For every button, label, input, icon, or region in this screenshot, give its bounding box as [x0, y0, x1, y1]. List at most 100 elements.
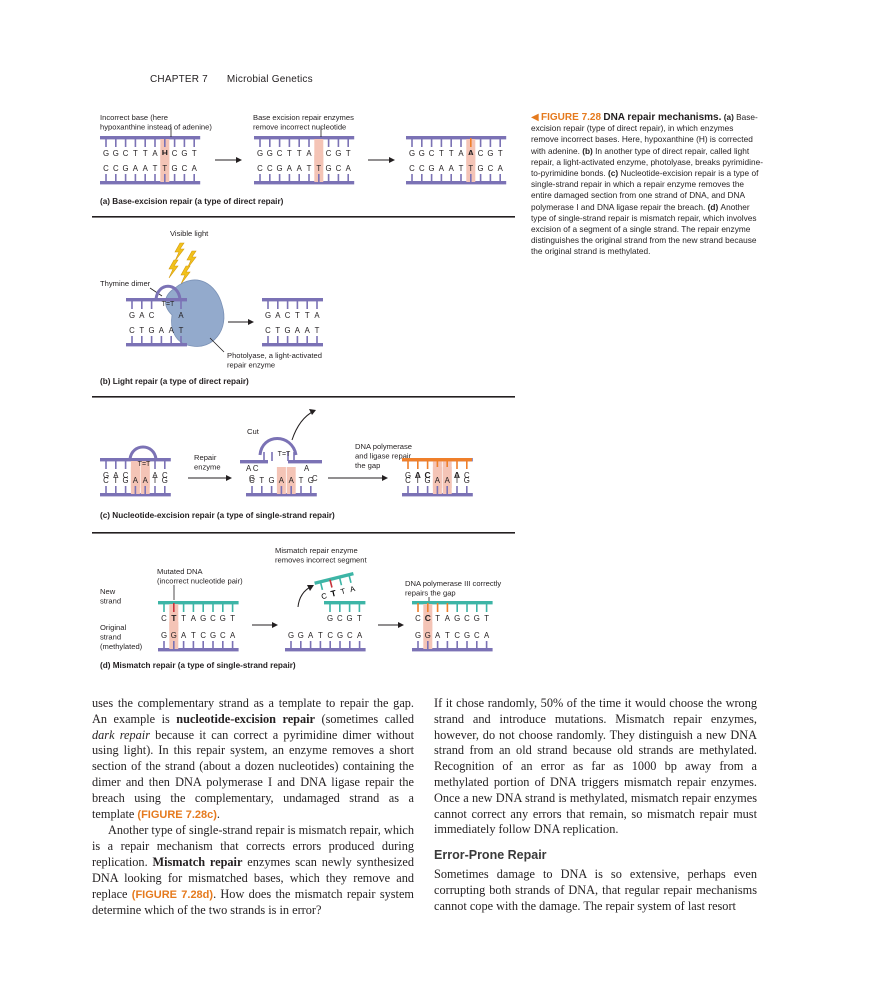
caption-part-label: (a) [723, 112, 737, 122]
nucleotide-label: A [435, 476, 441, 485]
nucleotide-label: A [498, 164, 504, 173]
base-tick [278, 138, 281, 147]
nucleotide-label: T [435, 614, 440, 623]
base-tick [426, 486, 429, 495]
key-term: Mismatch repair [152, 854, 243, 869]
base-tick [430, 174, 433, 183]
nucleotide-label: T [133, 149, 138, 158]
base-tick [183, 174, 186, 183]
base-tick [259, 138, 261, 147]
base-tick [173, 174, 176, 183]
caption-part-text: In another type of direct repair, called… [531, 145, 763, 179]
base-tick [115, 174, 117, 183]
base-tick [261, 486, 263, 495]
base-tick [421, 174, 423, 183]
base-tick [327, 138, 330, 147]
nucleotide-label: C [249, 476, 255, 485]
base-tick [485, 603, 488, 612]
base-tick [141, 336, 143, 345]
nucleotide-label: C [337, 614, 343, 623]
base-tick [319, 641, 322, 650]
base-tick [436, 603, 439, 612]
base-tick [182, 603, 185, 612]
base-tick [310, 486, 312, 495]
strand-label: strand [100, 633, 121, 642]
nucleotide-label: A [445, 614, 451, 623]
lightning-icon [186, 250, 197, 270]
nucleotide-label: C [347, 631, 353, 640]
body-column-right: If it chose randomly, 50% of the time it… [434, 696, 757, 914]
base-tick [192, 603, 195, 612]
nucleotide-label: A [230, 631, 236, 640]
base-tick [144, 174, 146, 183]
nucleotide-label: T [315, 326, 320, 335]
base-tick [202, 603, 204, 612]
nucleotide-label: C [285, 311, 291, 320]
base-tick [212, 641, 214, 650]
nucleotide-label: A [357, 631, 363, 640]
highlight-band [442, 467, 452, 494]
nucleotide-label: G [162, 476, 168, 485]
callout-text: hypoxanthine instead of adenine) [100, 123, 212, 132]
caption-part-label: (d) [705, 201, 721, 212]
nucleotide-label: T [153, 476, 158, 485]
process-arrow-head [248, 319, 254, 325]
nucleotide-label: C [488, 164, 494, 173]
base-tick [327, 174, 330, 183]
base-tick [124, 174, 127, 183]
nucleotide-label: G [337, 631, 343, 640]
base-tick [124, 486, 127, 495]
nucleotide-label: C [464, 471, 470, 480]
text-run: If it chose randomly, 50% of the time it… [434, 696, 757, 837]
nucleotide-label: T [307, 164, 312, 173]
nucleotide-label: T [230, 614, 235, 623]
caption-part-text: Nucleotide-excision repair is a type of … [531, 168, 759, 212]
callout-text: remove incorrect nucleotide [253, 123, 346, 132]
dimer-bulge [154, 284, 182, 300]
nucleotide-label: T [181, 614, 186, 623]
nucleotide-label: G [200, 614, 206, 623]
base-tick [173, 138, 176, 147]
base-tick [212, 603, 214, 612]
nucleotide-label: A [468, 148, 474, 158]
base-tick [277, 300, 279, 309]
base-tick [339, 641, 341, 650]
nucleotide-label: C [478, 149, 484, 158]
nucleotide-label: T [455, 476, 460, 485]
base-tick [316, 300, 318, 309]
nucleotide-label: A [415, 470, 421, 480]
panel-divider [92, 216, 515, 218]
highlight-band [314, 155, 324, 182]
base-tick [288, 138, 291, 147]
nucleotide-label: C [415, 614, 421, 623]
panel-divider [92, 532, 515, 534]
nucleotide-label: C [172, 149, 178, 158]
nucleotide-label: T [259, 476, 264, 485]
nucleotide-label: T [340, 586, 347, 596]
base-tick [456, 460, 458, 469]
nucleotide-label: A [113, 471, 119, 480]
base-tick [269, 174, 271, 183]
base-tick [348, 574, 352, 583]
base-tick [436, 460, 439, 469]
base-tick [286, 300, 289, 309]
base-tick [348, 603, 351, 612]
nucleotide-label: A [181, 631, 187, 640]
base-tick [131, 336, 133, 345]
nucleotide-label: G [429, 164, 435, 173]
base-tick [115, 486, 117, 495]
base-tick [105, 174, 107, 183]
lightning-icon [168, 259, 179, 279]
nucleotide-label: A [279, 476, 285, 485]
cut-label: Cut [247, 427, 260, 436]
caption-part-text: Base-excision repair (type of direct rep… [531, 112, 758, 156]
highlight-band [160, 139, 170, 166]
callout-text: Mutated DNA [157, 567, 204, 576]
base-tick [466, 486, 468, 495]
base-tick [306, 336, 308, 345]
nucleotide-label: C [161, 614, 167, 623]
base-tick [309, 641, 312, 650]
base-tick [164, 486, 166, 495]
base-tick [470, 174, 472, 183]
base-tick [446, 641, 449, 650]
